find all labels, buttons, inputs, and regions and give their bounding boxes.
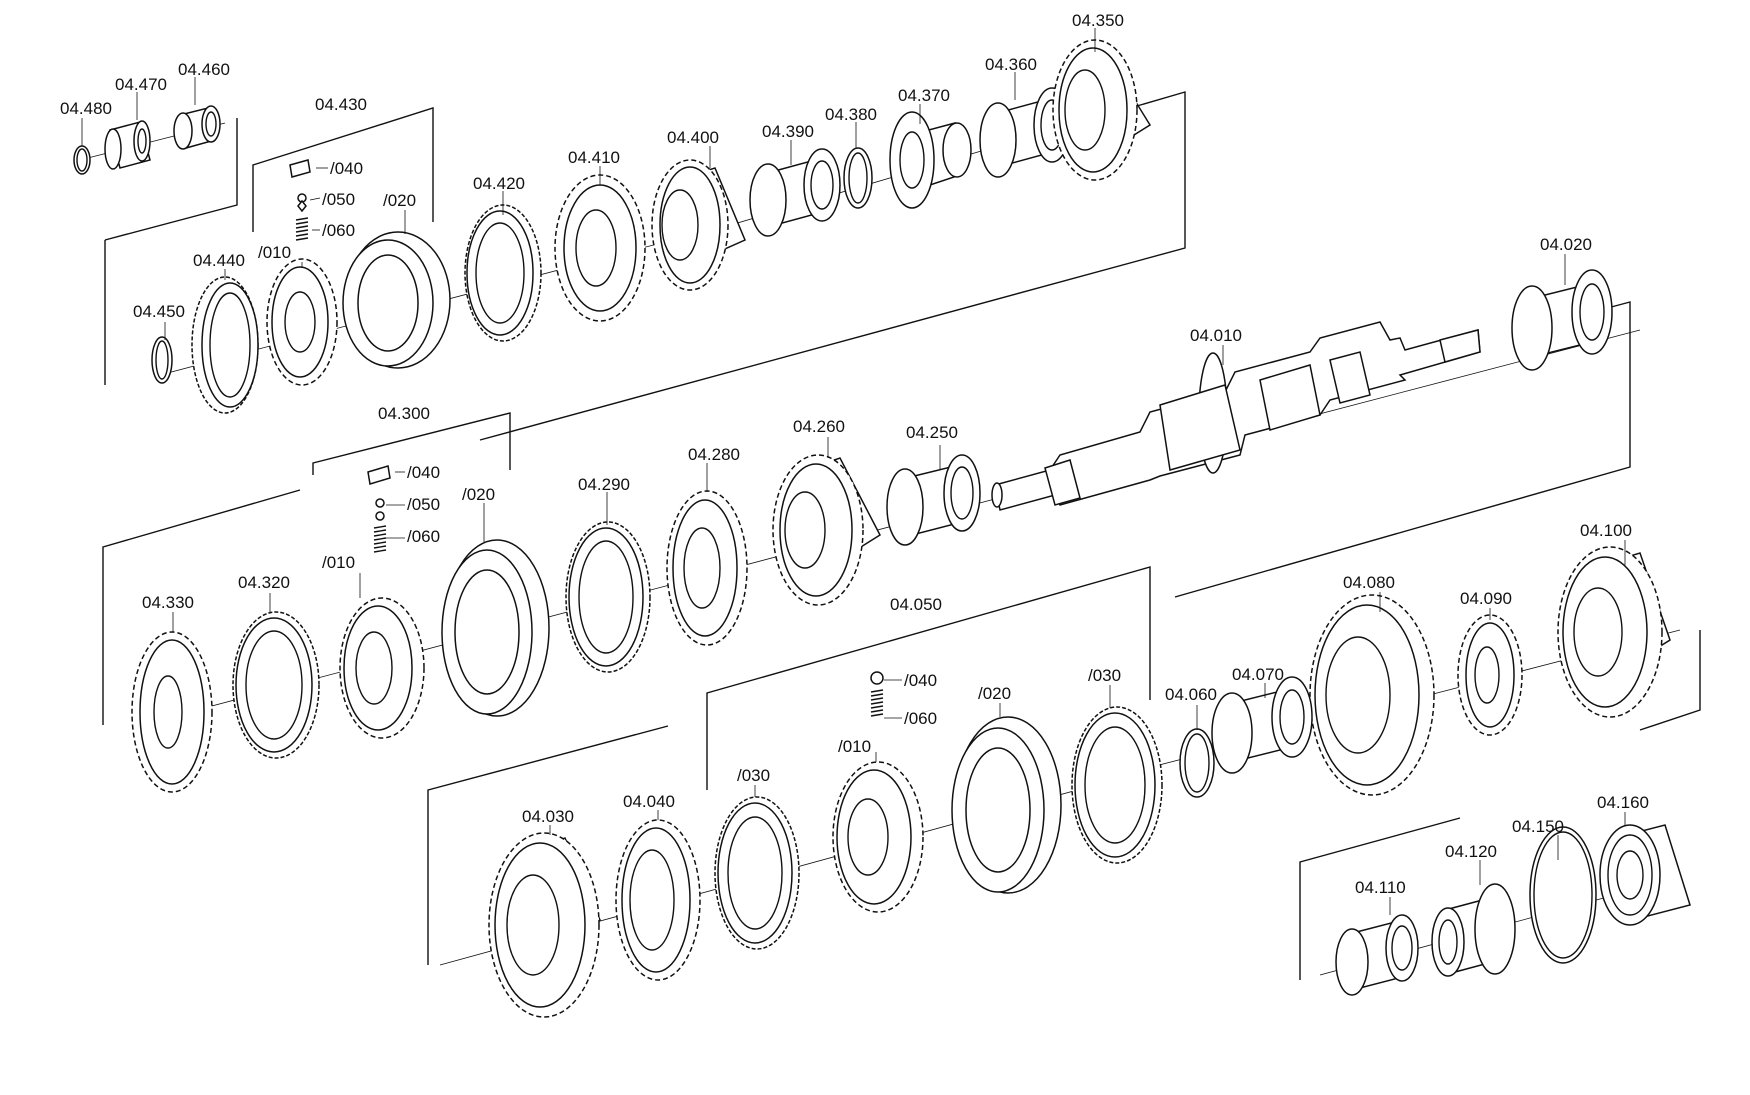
label-04070: 04.070 [1232,665,1284,684]
needle-bearing-04390 [749,148,841,237]
gear-04400 [651,159,746,291]
label-04150: 04.150 [1512,817,1564,836]
ball-bearing-04160 [1599,824,1691,926]
detent-set-04300 [367,465,391,553]
assembly-bracket-lines [102,91,1701,980]
snap-ring-04150 [1529,826,1597,964]
label-04350: 04.350 [1072,11,1124,30]
label-04300: 04.300 [378,404,430,423]
synchro-ring-04440 [191,276,259,414]
needle-bearing-04070 [1211,676,1313,774]
snap-ring-04060 [1179,728,1215,798]
label-04460: 04.460 [178,60,230,79]
gear-04090 [1457,614,1523,736]
label-04120: 04.120 [1445,842,1497,861]
gear-04350 [1052,39,1152,181]
part-drawings [73,39,1691,1018]
label-04330: 04.330 [142,593,194,612]
flanged-bushing-04120 [1431,883,1516,977]
clutch-body-04040 [615,819,701,981]
sliding-sleeve-04430-020 [342,231,451,369]
label-04300-060: /060 [407,527,440,546]
gear-plate-04330 [131,631,213,793]
label-04430-060: /060 [322,221,355,240]
label-04050-020: /020 [978,684,1011,703]
needle-bearing-04470 [104,120,151,170]
label-04300-020: /020 [462,485,495,504]
label-04440: 04.440 [193,251,245,270]
synchro-ring-04420 [464,204,542,342]
label-04050-040: /040 [904,671,937,690]
bushing-04460 [173,105,221,150]
label-04050-030-right: /030 [1088,666,1121,685]
synchro-hub-04300-010 [339,597,425,739]
label-04300-010: /010 [322,553,355,572]
synchro-ring-04320 [232,611,320,759]
label-04430-050: /050 [322,190,355,209]
label-04470: 04.470 [115,75,167,94]
synchro-hub-04430-010 [266,258,338,386]
label-04020: 04.020 [1540,235,1592,254]
label-04090: 04.090 [1460,589,1512,608]
synchro-ring-04050-030a [714,796,800,950]
sliding-sleeve-04300-020 [441,539,550,717]
synchro-hub-04050-010 [832,761,924,913]
label-04450: 04.450 [133,302,185,321]
sliding-sleeve-04050-020 [951,716,1062,894]
label-04420: 04.420 [473,174,525,193]
leader-lines [81,28,1626,915]
label-04050-010: /010 [838,737,871,756]
label-04250: 04.250 [906,423,958,442]
needle-bearing-04020 [1511,269,1613,371]
gear-04260 [772,454,881,606]
label-04080: 04.080 [1343,573,1395,592]
label-04100: 04.100 [1580,521,1632,540]
snap-ring-04450 [151,336,173,384]
label-04380: 04.380 [825,105,877,124]
label-04430: 04.430 [315,95,367,114]
bushing-04370 [889,111,972,209]
label-04260: 04.260 [793,417,845,436]
needle-bearing-04250 [886,454,981,546]
label-04010: 04.010 [1190,326,1242,345]
snap-ring-04480 [73,145,91,175]
label-04060: 04.060 [1165,685,1217,704]
label-04320: 04.320 [238,573,290,592]
label-04300-040: /040 [407,463,440,482]
label-04050-030-left: /030 [737,766,770,785]
label-04050-060: /060 [904,709,937,728]
label-04480: 04.480 [60,99,112,118]
label-04030: 04.030 [522,807,574,826]
label-04280: 04.280 [688,445,740,464]
label-04430-020: /020 [383,191,416,210]
snap-ring-04380 [843,147,873,209]
label-04110: 04.110 [1355,878,1406,897]
label-04050: 04.050 [890,595,942,614]
label-04360: 04.360 [985,55,1037,74]
gear-04080 [1309,594,1435,796]
label-04370: 04.370 [898,86,950,105]
label-04430-040: /040 [330,159,363,178]
synchro-ring-04050-030b [1071,706,1163,864]
clutch-body-04410 [554,174,646,322]
part-number-labels: 04.480 04.470 04.460 04.430 04.350 04.36… [60,11,1649,897]
label-04040: 04.040 [623,792,675,811]
needle-bearing-04110 [1335,914,1419,996]
label-04160: 04.160 [1597,793,1649,812]
detent-set-04430 [289,159,311,241]
label-04290: 04.290 [578,475,630,494]
label-04400: 04.400 [667,128,719,147]
clutch-body-04280 [666,490,748,646]
label-04300-050: /050 [407,495,440,514]
label-04390: 04.390 [762,122,814,141]
detent-set-04050 [870,671,884,717]
synchro-ring-04290 [565,521,651,673]
gear-04030 [488,832,601,1018]
label-04430-010: /010 [258,243,291,262]
main-shaft-04010 [991,321,1481,511]
label-04410: 04.410 [568,148,620,167]
gear-04100 [1557,546,1671,718]
